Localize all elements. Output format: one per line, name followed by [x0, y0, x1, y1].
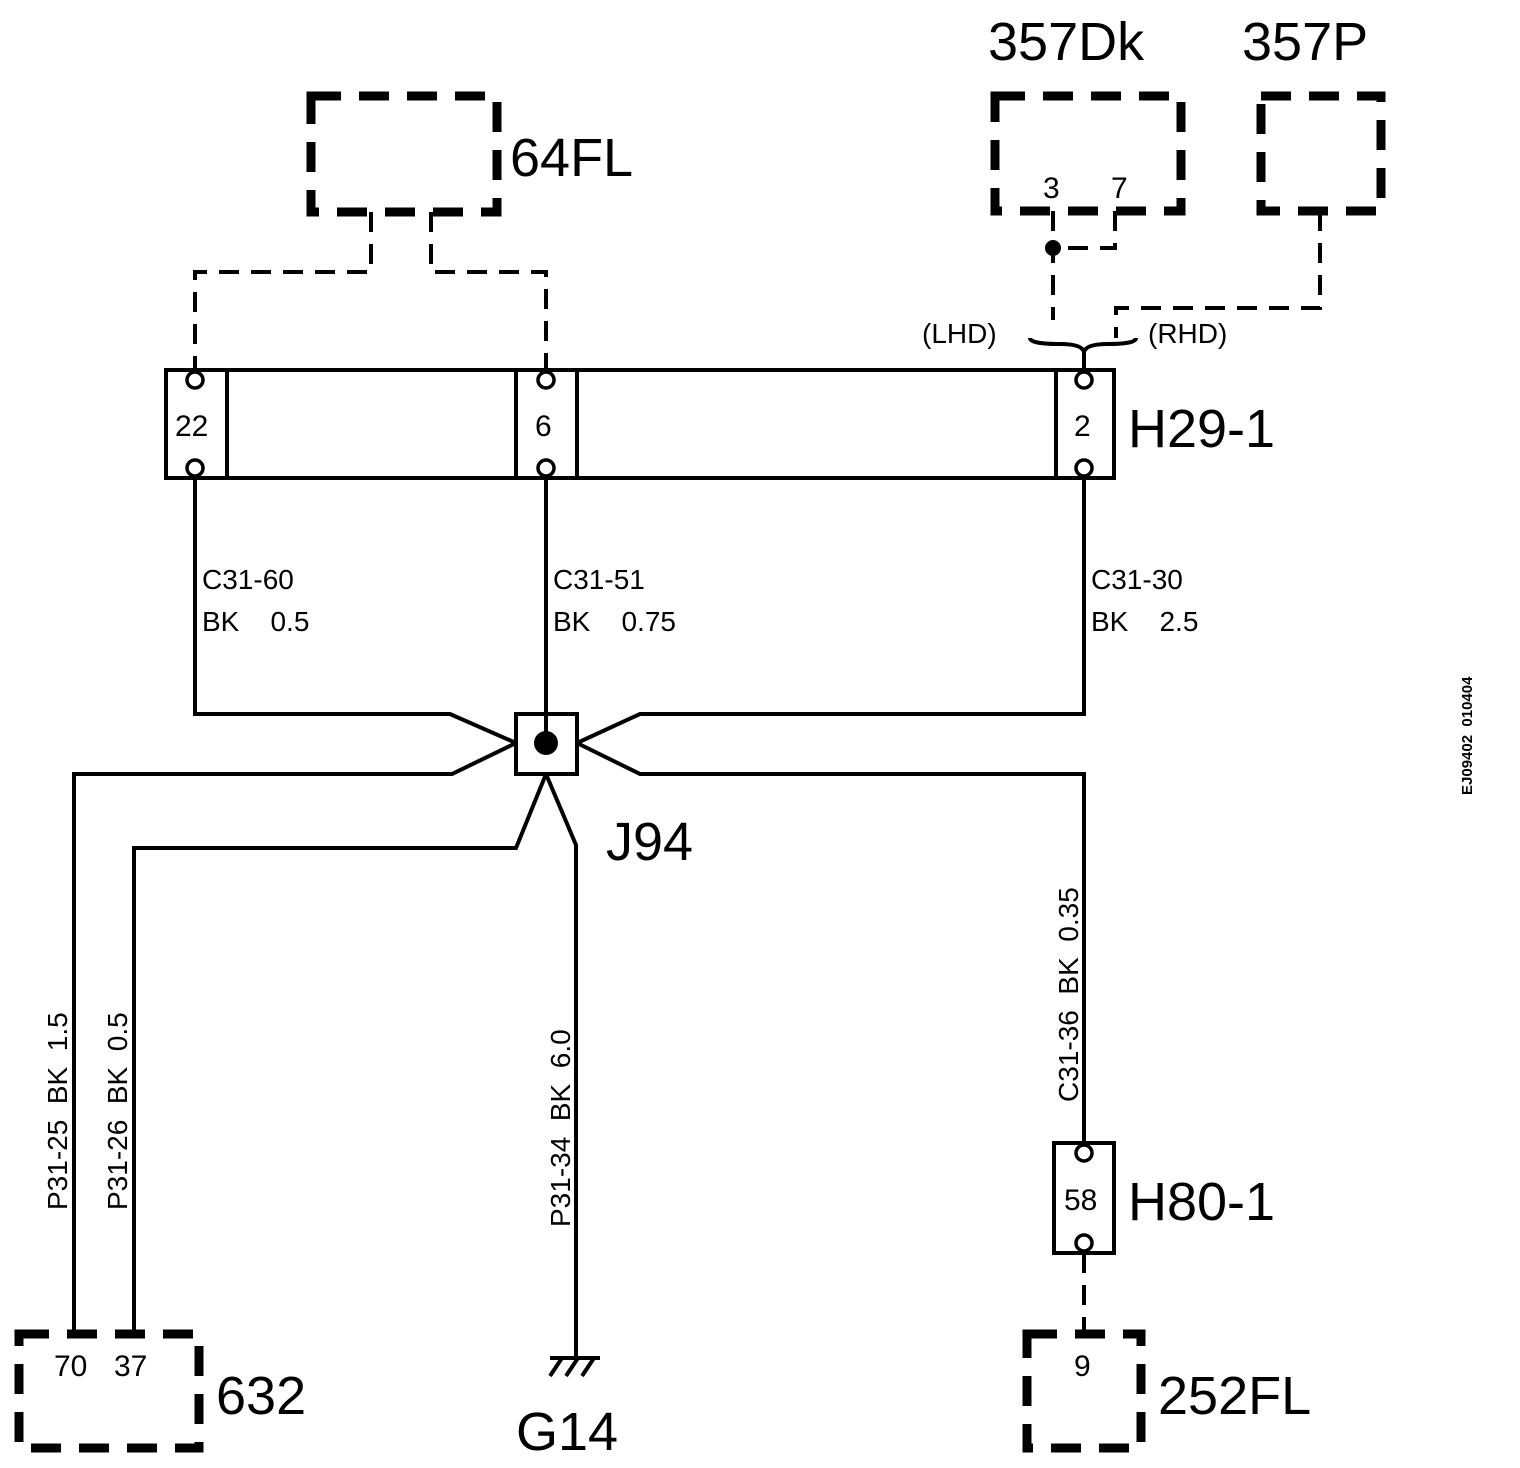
ground-g14: G14	[516, 1356, 618, 1462]
connector-h29-1-label: H29-1	[1128, 399, 1275, 459]
wire-357dk-pin7	[1053, 211, 1117, 250]
variant-selector	[1028, 337, 1138, 353]
wire-p31-26	[132, 773, 548, 1334]
pin-252fl-9: 9	[1074, 1350, 1091, 1383]
wire-c31-51-id: C31-51	[553, 564, 645, 595]
wire-c31-30-id: C31-30	[1091, 564, 1183, 595]
wire-c31-36-label: C31-36 BK 0.35	[1053, 887, 1084, 1102]
wire-p31-25	[72, 741, 517, 1334]
wire-c31-60-spec: BK 0.5	[202, 606, 309, 637]
wire-c31-30	[576, 476, 1086, 745]
component-64fl-label: 64FL	[510, 128, 633, 188]
variant-rhd-label: (RHD)	[1148, 318, 1227, 349]
wire-c31-36	[576, 741, 1086, 1145]
figure-id: EJ09402 010404	[1459, 676, 1476, 795]
wire-p31-26-label: P31-26 BK 0.5	[102, 1012, 133, 1210]
splice-j94-label: J94	[606, 812, 693, 872]
wire-p31-34-label: P31-34 BK 6.0	[545, 1029, 576, 1227]
component-252fl: 9 252FL	[1022, 1329, 1311, 1453]
splice-j94: J94	[514, 712, 693, 872]
component-632-label: 632	[216, 1366, 306, 1426]
connector-h80-1-label: H80-1	[1128, 1172, 1275, 1232]
wire-c31-60	[193, 476, 517, 745]
component-64fl: 64FL	[306, 91, 633, 217]
wire-64fl-pin22	[193, 212, 373, 370]
component-357dk-label: 357Dk	[988, 12, 1145, 72]
component-357p-label: 357P	[1242, 12, 1368, 72]
component-357p: 357P	[1242, 12, 1386, 216]
component-252fl-label: 252FL	[1158, 1366, 1311, 1426]
ground-g14-label: G14	[516, 1402, 618, 1462]
connector-h80-1: 58 H80-1	[1052, 1141, 1275, 1255]
wire-c31-51-spec: BK 0.75	[553, 606, 676, 637]
wire-c31-60-id: C31-60	[202, 564, 294, 595]
pin-632-70: 70	[54, 1350, 87, 1383]
wire-p31-34	[544, 773, 578, 1358]
pin-632-37: 37	[114, 1350, 147, 1383]
splice-dot-357dk	[1045, 240, 1061, 256]
pin-h29-22: 22	[175, 410, 208, 443]
pin-357dk-7: 7	[1111, 172, 1128, 205]
wire-c31-30-spec: BK 2.5	[1091, 606, 1198, 637]
variant-lhd-label: (LHD)	[922, 318, 997, 349]
pin-357dk-3: 3	[1043, 172, 1060, 205]
component-632: 70 37 632	[14, 1329, 306, 1453]
connector-h29-1: 22 6 2 H29-1	[164, 368, 1275, 480]
wire-357p	[1114, 211, 1322, 338]
pin-h29-6: 6	[535, 410, 552, 443]
component-357dk: 357Dk 3 7	[988, 12, 1186, 216]
pin-h80-58: 58	[1064, 1184, 1097, 1217]
wire-p31-25-label: P31-25 BK 1.5	[42, 1012, 73, 1210]
wire-64fl-pin6	[429, 212, 548, 370]
pin-h29-2: 2	[1074, 410, 1091, 443]
